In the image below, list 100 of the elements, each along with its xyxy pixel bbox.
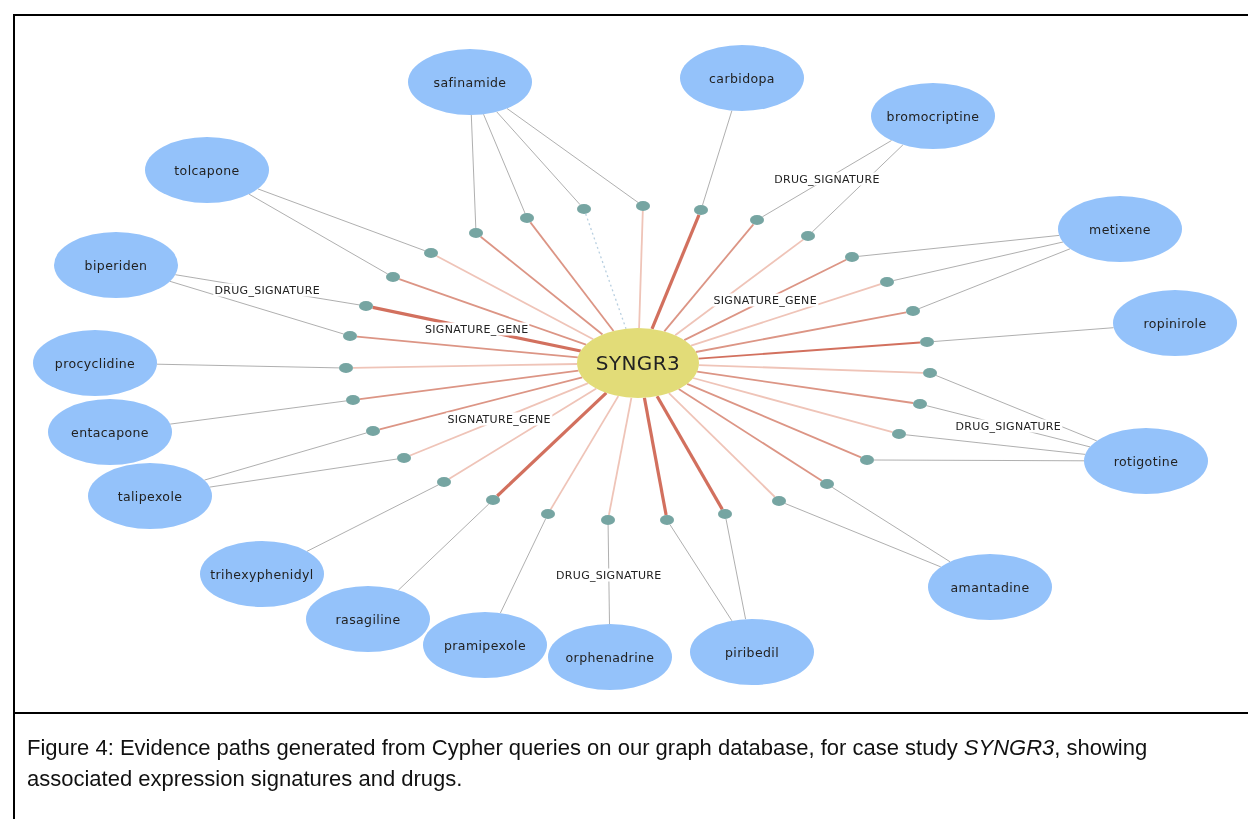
- drug-node: amantadine: [928, 554, 1052, 620]
- gene-edge: [650, 214, 701, 330]
- drug-node: ropinirole: [1113, 290, 1237, 356]
- drug-edge: [483, 113, 526, 214]
- gene-edge: [638, 210, 644, 329]
- gene-edge: [686, 382, 862, 459]
- gene-edge: [479, 235, 604, 336]
- signature-dot: [892, 429, 906, 439]
- signature-dot: [359, 301, 373, 311]
- signature-dot: [860, 455, 874, 465]
- gene-edge: [663, 223, 755, 333]
- gene-edge: [674, 238, 805, 337]
- drug-edge: [933, 327, 1114, 342]
- drug-edge: [725, 518, 746, 620]
- edge-label: DRUG_SIGNATURE: [555, 568, 663, 581]
- gene-edge: [608, 396, 633, 516]
- gene-node: SYNGR3: [577, 328, 699, 398]
- drug-edge: [496, 111, 581, 206]
- drug-edge: [905, 434, 1086, 455]
- gene-edge: [695, 311, 908, 353]
- edge-label: SIGNATURE_GENE: [446, 412, 552, 426]
- signature-dot: [820, 479, 834, 489]
- gene-edge: [585, 213, 627, 330]
- edge-label: DRUG_SIGNATURE: [954, 419, 1062, 433]
- signature-dot: [880, 277, 894, 287]
- drug-node: entacapone: [48, 399, 172, 465]
- gene-edge: [642, 397, 668, 516]
- signature-dot: [486, 495, 500, 505]
- gene-edge: [359, 369, 580, 400]
- drug-edge: [397, 503, 490, 591]
- drug-node: safinamide: [408, 49, 532, 115]
- drug-edge: [935, 375, 1098, 442]
- drug-edge: [248, 193, 388, 275]
- drug-node: trihexyphenidyl: [200, 541, 324, 607]
- signature-dot: [343, 331, 357, 341]
- gene-edge: [435, 255, 595, 341]
- signature-dot: [469, 228, 483, 238]
- drug-edge: [257, 188, 426, 252]
- gene-edge: [692, 377, 894, 434]
- gene-edge: [496, 391, 608, 498]
- drug-edge: [873, 459, 1085, 462]
- signature-dot: [397, 453, 411, 463]
- gene-edge: [398, 278, 587, 346]
- edge-label: SIGNATURE_GENE: [424, 322, 530, 336]
- drug-node: piribedil: [690, 619, 814, 685]
- drug-edge: [918, 248, 1071, 309]
- drug-edge: [209, 458, 398, 488]
- gene-edge: [690, 283, 882, 347]
- edge-label: DRUG_SIGNATURE: [213, 283, 321, 297]
- signature-dot: [520, 213, 534, 223]
- signature-dot: [694, 205, 708, 215]
- gene-edge: [677, 388, 823, 482]
- signature-dot: [339, 363, 353, 373]
- signature-dot: [913, 399, 927, 409]
- signature-dot: [386, 272, 400, 282]
- gene-edge: [668, 392, 776, 498]
- drug-node: talipexole: [88, 463, 212, 529]
- drug-node: orphenadrine: [548, 624, 672, 690]
- gene-edge: [696, 370, 914, 404]
- signature-dot: [750, 215, 764, 225]
- drug-edge: [811, 144, 904, 233]
- drug-edge: [500, 518, 547, 614]
- drug-node: pramipexole: [423, 612, 547, 678]
- gene-edge: [356, 335, 579, 359]
- drug-edge: [156, 363, 340, 369]
- gene-edge: [352, 363, 578, 369]
- drug-edge: [470, 114, 477, 229]
- signature-dot: [577, 204, 591, 214]
- signature-dot: [906, 306, 920, 316]
- drug-edge: [607, 524, 610, 625]
- drug-node: carbidopa: [680, 45, 804, 111]
- drug-edge: [506, 108, 639, 203]
- signature-dot: [346, 395, 360, 405]
- drug-edge: [858, 235, 1060, 257]
- gene-edge: [697, 341, 921, 360]
- signature-dot: [601, 515, 615, 525]
- drug-node: metixene: [1058, 196, 1182, 262]
- drug-node: rasagiline: [306, 586, 430, 652]
- gene-edge: [549, 395, 620, 511]
- drug-edge: [831, 486, 951, 563]
- signature-dot: [366, 426, 380, 436]
- drug-edge: [702, 110, 733, 206]
- gene-edge: [378, 376, 584, 431]
- edge-label: DRUG_SIGNATURE: [773, 172, 881, 186]
- drug-edge: [784, 503, 942, 568]
- signature-dot: [718, 509, 732, 519]
- drug-edge: [204, 432, 367, 481]
- gene-edge: [448, 387, 598, 480]
- figure-caption: Figure 4: Evidence paths generated from Cypher queries on our graph database, for case study SYNGR3, showing associated expression signatures and drugs.: [27, 734, 1149, 793]
- signature-dot: [424, 248, 438, 258]
- gene-edge: [698, 364, 924, 374]
- signature-dot: [923, 368, 937, 378]
- drug-edge: [169, 280, 344, 335]
- edge-label: SIGNATURE_GENE: [712, 293, 818, 307]
- signature-dot: [437, 477, 451, 487]
- signature-dot: [636, 201, 650, 211]
- drug-edge: [893, 241, 1064, 281]
- signature-dot: [660, 515, 674, 525]
- signature-dot: [845, 252, 859, 262]
- gene-edge: [655, 395, 724, 511]
